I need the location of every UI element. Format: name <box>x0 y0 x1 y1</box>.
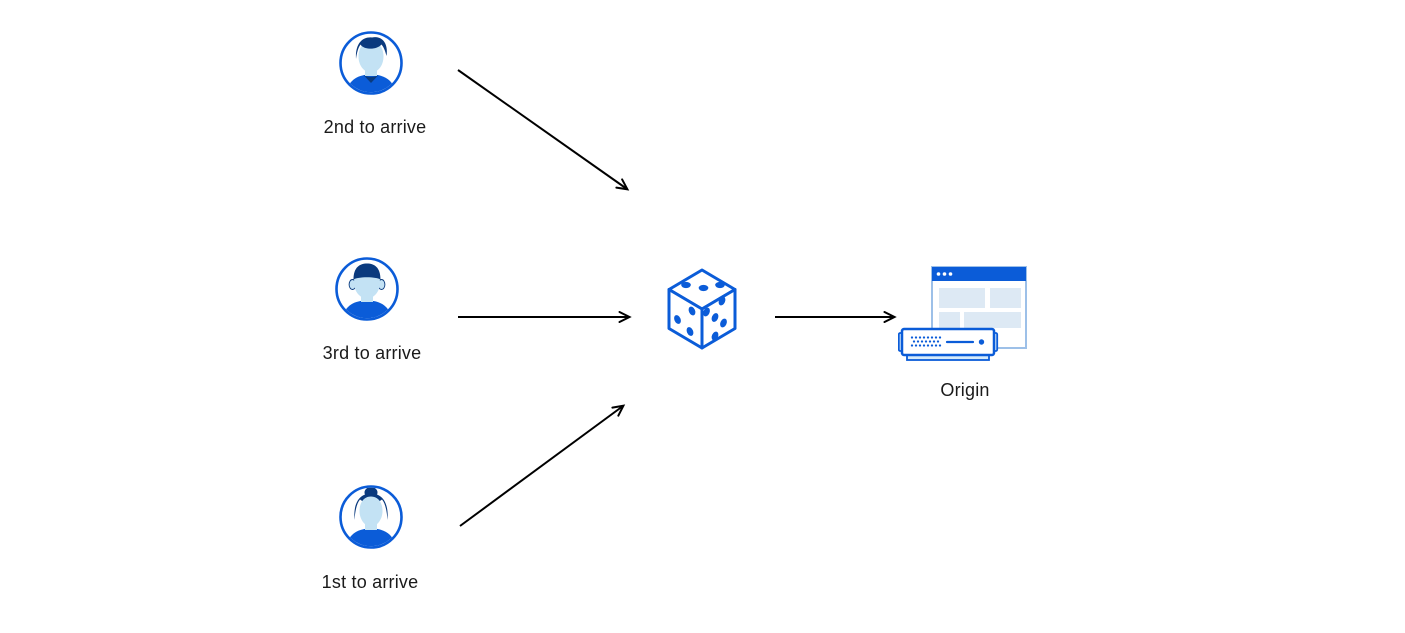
user-avatar-man-icon <box>338 31 404 100</box>
user-label-2nd: 2nd to arrive <box>323 117 427 137</box>
user-label-3rd: 3rd to arrive <box>322 343 422 363</box>
user-avatar-man-icon <box>334 257 400 326</box>
user-node-2nd <box>338 30 404 101</box>
user-node-3rd <box>334 256 400 327</box>
user-node-1st <box>338 484 404 555</box>
origin-label: Origin <box>940 380 990 400</box>
arrow-user-bottom-to-randomizer <box>459 404 626 527</box>
dice-icon <box>665 268 739 355</box>
randomizer-node <box>665 267 739 356</box>
origin-server-icon <box>897 266 1028 368</box>
user-avatar-woman-icon <box>338 485 404 554</box>
arrow-user-top-to-randomizer <box>457 69 630 191</box>
user-label-1st: 1st to arrive <box>321 572 419 592</box>
origin-node <box>897 262 1028 369</box>
